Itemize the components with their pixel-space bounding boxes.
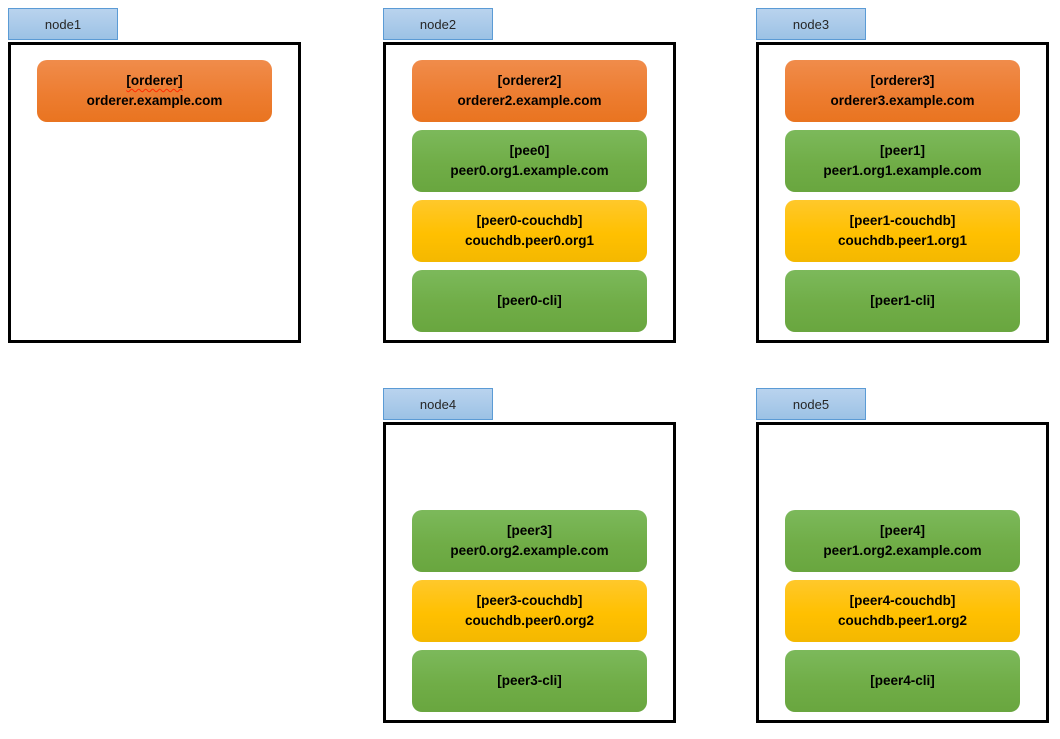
service-box-peer1-couchdb: [peer1-couchdb] couchdb.peer1.org1 [785, 200, 1020, 262]
service-name: [peer4-couchdb] [849, 593, 956, 608]
service-name: [peer3] [506, 523, 552, 538]
service-name: [peer3-cli] [497, 673, 562, 688]
node-label: node2 [419, 16, 457, 32]
service-box-peer4: [peer4] peer1.org2.example.com [785, 510, 1020, 572]
service-box-peer1: [peer1] peer1.org1.example.com [785, 130, 1020, 192]
node-tab-node1: node1 [8, 8, 118, 40]
node-group-node1: node1 [orderer] orderer.example.com [8, 8, 301, 343]
node-tab-node3: node3 [756, 8, 866, 40]
service-host: couchdb.peer1.org1 [837, 233, 968, 248]
node-label: node4 [419, 396, 457, 412]
node-container-node2: [orderer2] orderer2.example.com [pee0] p… [383, 42, 676, 343]
service-name: [orderer3] [870, 73, 935, 88]
service-name: [peer1-couchdb] [849, 213, 956, 228]
node-group-node3: node3 [orderer3] orderer3.example.com [p… [756, 8, 1049, 343]
service-name: [pee0] [509, 143, 550, 158]
node-label: node1 [44, 16, 82, 32]
service-box-peer3-cli: [peer3-cli] [412, 650, 647, 712]
node-group-node5: node5 [peer4] peer1.org2.example.com [pe… [756, 388, 1049, 723]
service-host: peer0.org2.example.com [450, 543, 609, 558]
service-box-peer4-couchdb: [peer4-couchdb] couchdb.peer1.org2 [785, 580, 1020, 642]
node-container-node4: [peer3] peer0.org2.example.com [peer3-co… [383, 422, 676, 723]
service-box-pee0: [pee0] peer0.org1.example.com [412, 130, 647, 192]
service-name: [orderer] [126, 73, 183, 88]
service-name: [peer4-cli] [870, 673, 935, 688]
node-container-node5: [peer4] peer1.org2.example.com [peer4-co… [756, 422, 1049, 723]
service-host: couchdb.peer0.org2 [464, 613, 595, 628]
service-host: orderer2.example.com [457, 93, 602, 108]
node-tab-node4: node4 [383, 388, 493, 420]
service-name: [peer0-couchdb] [476, 213, 583, 228]
node-tab-node5: node5 [756, 388, 866, 420]
service-box-peer3-couchdb: [peer3-couchdb] couchdb.peer0.org2 [412, 580, 647, 642]
service-host: couchdb.peer0.org1 [464, 233, 595, 248]
service-name: [peer3-couchdb] [476, 593, 583, 608]
service-host: orderer.example.com [86, 93, 223, 108]
empty-slot [412, 440, 647, 502]
node-label: node3 [792, 16, 830, 32]
service-box-orderer2: [orderer2] orderer2.example.com [412, 60, 647, 122]
node-group-node4: node4 [peer3] peer0.org2.example.com [pe… [383, 388, 676, 723]
service-box-orderer: [orderer] orderer.example.com [37, 60, 272, 122]
node-container-node3: [orderer3] orderer3.example.com [peer1] … [756, 42, 1049, 343]
service-name: [peer4] [879, 523, 925, 538]
service-name: [peer0-cli] [497, 293, 562, 308]
empty-slot [785, 440, 1020, 502]
node-label: node5 [792, 396, 830, 412]
service-box-peer1-cli: [peer1-cli] [785, 270, 1020, 332]
service-host: orderer3.example.com [830, 93, 975, 108]
service-box-peer0-couchdb: [peer0-couchdb] couchdb.peer0.org1 [412, 200, 647, 262]
node-group-node2: node2 [orderer2] orderer2.example.com [p… [383, 8, 676, 343]
service-host: couchdb.peer1.org2 [837, 613, 968, 628]
service-host: peer0.org1.example.com [450, 163, 609, 178]
service-name: [peer1-cli] [870, 293, 935, 308]
service-host: peer1.org1.example.com [823, 163, 982, 178]
service-box-peer3: [peer3] peer0.org2.example.com [412, 510, 647, 572]
service-box-peer0-cli: [peer0-cli] [412, 270, 647, 332]
node-container-node1: [orderer] orderer.example.com [8, 42, 301, 343]
service-name: [peer1] [879, 143, 925, 158]
service-box-orderer3: [orderer3] orderer3.example.com [785, 60, 1020, 122]
node-tab-node2: node2 [383, 8, 493, 40]
service-box-peer4-cli: [peer4-cli] [785, 650, 1020, 712]
service-name: [orderer2] [497, 73, 562, 88]
service-host: peer1.org2.example.com [823, 543, 982, 558]
